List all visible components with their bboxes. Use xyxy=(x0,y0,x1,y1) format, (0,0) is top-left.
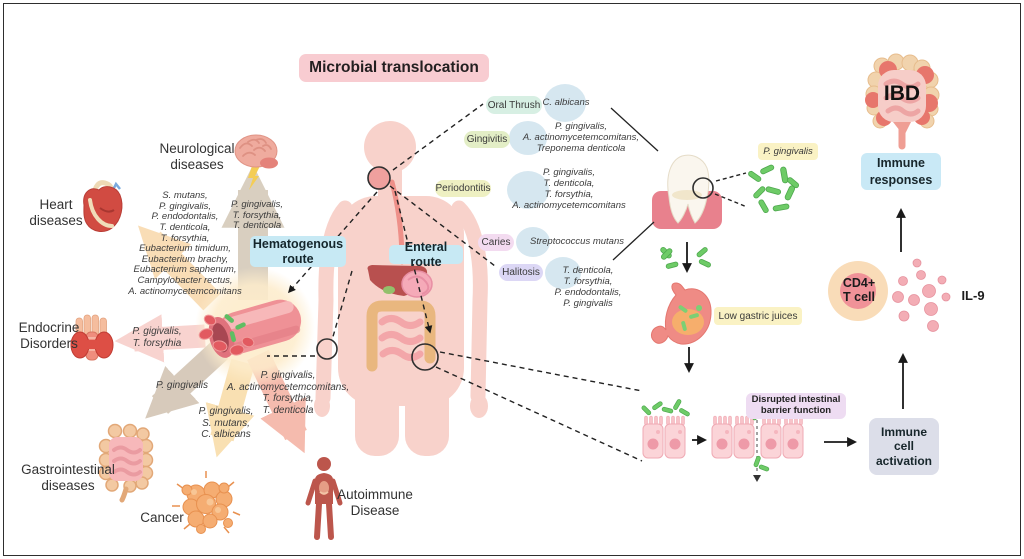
gastrointestinal-diseases-label: Gastrointestinal diseases xyxy=(21,462,115,493)
intestines-icon xyxy=(98,423,154,503)
gastrointestinal-species: P. gingivalis xyxy=(155,380,209,391)
cancer-label: Cancer xyxy=(140,510,184,525)
figure-border xyxy=(3,3,1021,556)
oral-thrush-species: C. albicans xyxy=(542,97,590,108)
bacteria-cluster-icon xyxy=(748,164,800,214)
autoimmune-species: P. gingivalis, A. actinomycetemcomitans,… xyxy=(226,370,350,416)
heart-diseases-label: Heart diseases xyxy=(29,197,83,228)
disrupted-barrier-label: Disrupted intestinal barrier function xyxy=(746,393,846,419)
blood-vessel-icon xyxy=(198,299,302,358)
mouth-circle xyxy=(367,166,391,190)
il9-dots-icon xyxy=(892,258,951,332)
immune-cell-activation-box: Immune cell activation xyxy=(869,418,939,475)
zoom-circles xyxy=(316,166,714,371)
brain-icon xyxy=(234,134,278,190)
cancer-species: P. gingivalis, S. mutans, C. albicans xyxy=(198,406,254,440)
hematogenous-route-label: Hematogenous route xyxy=(250,236,346,267)
low-gastric-juices-label: Low gastric juices xyxy=(714,307,802,325)
periodontitis-species: P. gingivalis, T. denticola, T. forsythi… xyxy=(512,167,626,211)
colon-icon xyxy=(865,53,940,150)
caries-pill: Caries xyxy=(478,234,514,251)
gingivitis-pill: Gingivitis xyxy=(464,131,510,148)
autoimmune-disease-label: Autoimmune Disease xyxy=(337,487,413,518)
endocrine-disorders-label: Endocrine Disorders xyxy=(18,320,80,351)
ibd-label: IBD xyxy=(883,82,921,105)
gingivitis-species: P. gingivalis, A. actinomycetemcomitans,… xyxy=(522,121,640,154)
flow-arrows xyxy=(682,208,908,447)
falling-bacteria-icon xyxy=(660,246,711,269)
species-bubbles xyxy=(507,84,586,289)
arm-circle xyxy=(316,338,338,360)
tumor-icon xyxy=(172,471,241,534)
autoimmune-figure-icon xyxy=(305,457,343,540)
halitosis-pill: Halitosis xyxy=(499,264,543,281)
tooth-icon xyxy=(652,154,722,229)
intestine-circle xyxy=(411,343,439,371)
oral-thrush-pill: Oral Thrush xyxy=(486,96,542,114)
il9-label: IL-9 xyxy=(961,288,985,303)
heart-species: S. mutans, P. gingivalis, P. endodontali… xyxy=(128,190,242,297)
tooth-circle xyxy=(692,177,714,199)
endocrine-species: P. gigivalis, T. forsythia xyxy=(132,326,182,349)
epithelium-icon xyxy=(641,399,690,459)
thyroid-icon xyxy=(70,314,114,361)
title: Microbial translocation xyxy=(299,54,489,82)
immune-responses-box: Immune responses xyxy=(861,153,941,190)
cd4-t-cell-icon xyxy=(828,261,888,321)
enteral-route-label: Enteral route xyxy=(389,240,463,269)
stomach-icon xyxy=(650,282,712,345)
p-gingivalis-label: P. gingivalis xyxy=(758,143,818,160)
halitosis-species: T. denticola, T. forsythia, P. endodonta… xyxy=(554,265,622,309)
neurological-diseases-label: Neurological diseases xyxy=(159,141,235,172)
heart-icon xyxy=(83,180,123,232)
caries-species: Streptococcus mutans xyxy=(530,236,624,247)
disrupted-epithelium-icon xyxy=(711,408,804,482)
periodontitis-pill: Periodontitis xyxy=(435,180,491,197)
cd4-t-cell-label: CD4+ T cell xyxy=(842,276,876,305)
neurological-species: P. gingivalis, T. forsythia, T. denticol… xyxy=(230,199,284,232)
